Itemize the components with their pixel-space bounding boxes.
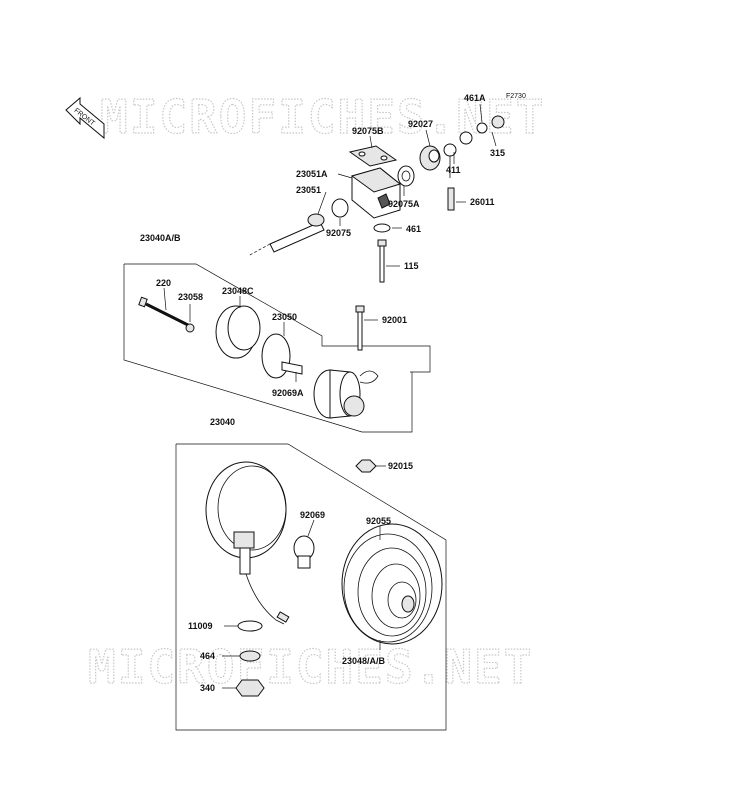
label-461: 461 bbox=[406, 224, 421, 234]
label-315: 315 bbox=[490, 148, 505, 158]
label-92075A: 92075A bbox=[388, 199, 420, 209]
label-411: 411 bbox=[446, 165, 461, 175]
group-23040-outline bbox=[175, 443, 447, 731]
part-92075-bush bbox=[331, 198, 349, 218]
label-92015: 92015 bbox=[388, 461, 413, 471]
part-92075A-bush bbox=[397, 165, 415, 187]
part-220-bolt bbox=[138, 296, 191, 328]
part-464-washer bbox=[239, 650, 261, 662]
part-23051-shaft bbox=[247, 213, 325, 257]
part-26011-terminal bbox=[447, 187, 455, 211]
figure-code: F2730 bbox=[506, 93, 526, 100]
label-23050: 23050 bbox=[272, 312, 297, 322]
part-92015-nut bbox=[355, 459, 377, 473]
watermark-bottom: MICROFICHES.NET bbox=[88, 640, 533, 694]
part-461-washer bbox=[373, 223, 391, 233]
label-23051A: 23051A bbox=[296, 169, 328, 179]
part-92001-bolt bbox=[355, 305, 365, 351]
leader-lines bbox=[163, 103, 497, 689]
part-315-nut bbox=[491, 115, 505, 129]
label-92001: 92001 bbox=[382, 315, 407, 325]
label-23040: 23040 bbox=[210, 417, 235, 427]
part-11009-washer bbox=[237, 620, 263, 632]
part-23048C-rim bbox=[215, 305, 261, 359]
part-23051A-bracket bbox=[350, 167, 402, 219]
part-92075B-plate bbox=[348, 145, 398, 167]
label-464: 464 bbox=[200, 651, 215, 661]
label-23051: 23051 bbox=[296, 185, 321, 195]
label-23048C: 23048C bbox=[222, 286, 254, 296]
label-92075B: 92075B bbox=[352, 126, 384, 136]
part-92055-lens bbox=[341, 523, 443, 645]
label-340: 340 bbox=[200, 683, 215, 693]
label-92075: 92075 bbox=[326, 228, 351, 238]
label-23048AB: 23048/A/B bbox=[342, 656, 386, 666]
label-23058: 23058 bbox=[178, 292, 203, 302]
part-23050-reflector bbox=[261, 333, 303, 379]
label-92027: 92027 bbox=[408, 119, 433, 129]
part-461A-washer-2 bbox=[476, 122, 488, 134]
label-11009: 11009 bbox=[188, 621, 213, 631]
group-23040AB-outline bbox=[124, 263, 431, 373]
part-23058-nut bbox=[185, 323, 195, 333]
label-92069: 92069 bbox=[300, 510, 325, 520]
part-housing bbox=[313, 369, 379, 419]
front-arrow-icon: FRONT bbox=[65, 96, 105, 140]
part-461A-washer bbox=[459, 131, 473, 145]
label-23040AB: 23040A/B bbox=[140, 233, 181, 243]
part-115-bolt bbox=[377, 239, 387, 283]
label-115: 115 bbox=[404, 261, 419, 271]
part-340-nut bbox=[235, 679, 265, 697]
part-lamp-body bbox=[205, 461, 290, 625]
label-26011: 26011 bbox=[470, 197, 495, 207]
part-411-stud bbox=[443, 143, 457, 178]
label-92069A: 92069A bbox=[272, 388, 304, 398]
label-220: 220 bbox=[156, 278, 171, 288]
label-461A: 461A bbox=[464, 93, 486, 103]
part-92069-bulb bbox=[293, 535, 315, 569]
label-92055: 92055 bbox=[366, 516, 391, 526]
part-92027-collar bbox=[419, 145, 441, 171]
